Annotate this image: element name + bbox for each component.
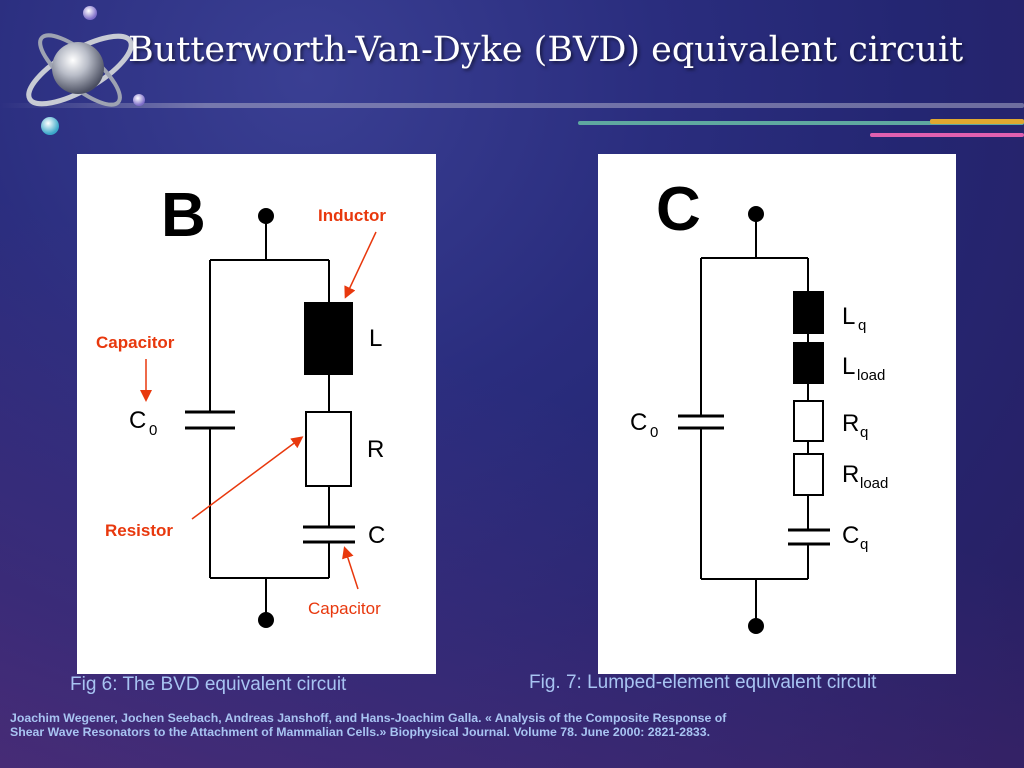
label-c0-sub: 0	[149, 422, 157, 439]
circuit-wires	[209, 216, 330, 620]
resistor-symbol	[305, 411, 352, 487]
annotation-inductor: Inductor	[318, 206, 386, 225]
label-c0-main: C	[129, 407, 146, 434]
circuit-wires	[700, 214, 809, 626]
decor-stripe-teal	[578, 121, 1024, 125]
label-capacitor-c: C	[368, 522, 385, 549]
capacitor-c-symbol	[303, 525, 355, 544]
label-lload-sub: load	[857, 367, 885, 384]
label-c0-sub: 0	[650, 424, 658, 441]
decor-stripe-orange	[930, 119, 1024, 124]
resistor-rq-symbol	[793, 400, 824, 442]
label-rload-sub: load	[860, 475, 888, 492]
annotation-capacitor-left: Capacitor	[96, 333, 175, 352]
citation-line-2: Shear Wave Resonators to the Attachment …	[10, 725, 711, 739]
citation-line-1: Joachim Wegener, Jochen Seebach, Andreas…	[10, 711, 727, 725]
annotation-capacitor-bottom: Capacitor	[308, 599, 381, 618]
label-inductor-l: L	[369, 325, 382, 352]
figure-c-caption: Fig. 7: Lumped-element equivalent circui…	[529, 672, 877, 693]
annotation-resistor: Resistor	[105, 521, 173, 540]
capacitor-cq-symbol	[788, 528, 830, 546]
atom-orbit-icon	[26, 6, 145, 135]
figure-c-panel: C L q	[598, 154, 956, 674]
label-cq-main: C	[842, 522, 859, 549]
label-lq-main: L	[842, 303, 855, 330]
figure-b-letter: B	[161, 181, 206, 250]
figure-c-letter: C	[656, 175, 701, 244]
annotation-arrows	[140, 231, 377, 590]
label-rq-main: R	[842, 410, 859, 437]
inductor-lq-symbol	[793, 291, 824, 334]
decor-stripe-pink	[870, 133, 1024, 137]
label-c0-main: C	[630, 409, 647, 436]
decor-stripe-gray	[0, 103, 1024, 108]
figure-b-caption: Fig 6: The BVD equivalent circuit	[70, 674, 347, 695]
resistor-rload-symbol	[793, 453, 824, 496]
label-lload-main: L	[842, 353, 855, 380]
inductor-symbol	[304, 302, 353, 375]
slide-title: Butterworth-Van-Dyke (BVD) equivalent ci…	[128, 30, 964, 70]
label-lq-sub: q	[858, 317, 866, 334]
capacitor-c0-symbol	[185, 410, 235, 430]
citation: Joachim Wegener, Jochen Seebach, Andreas…	[10, 711, 1020, 739]
label-resistor-r: R	[367, 436, 384, 463]
label-rload-main: R	[842, 461, 859, 488]
label-cq-sub: q	[860, 536, 868, 553]
label-rq-sub: q	[860, 424, 868, 441]
capacitor-c0-symbol	[678, 414, 724, 430]
inductor-lload-symbol	[793, 342, 824, 384]
figure-b-panel: B L	[77, 154, 436, 674]
